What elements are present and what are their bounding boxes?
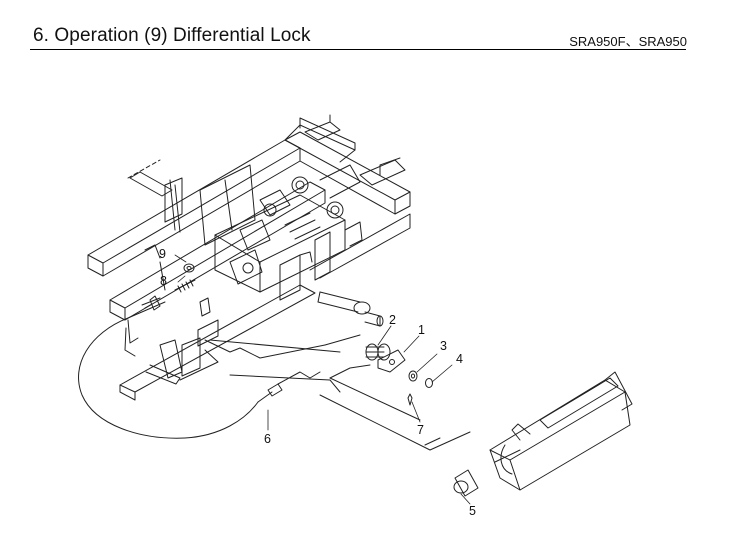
linkage-rod [204,334,406,379]
upper-frame [164,114,406,246]
callout-1: 1 [418,323,425,337]
spring-and-bracket [145,263,219,385]
transmission-assembly [214,164,363,301]
callout-4: 4 [456,352,463,366]
bent-rod [124,244,166,357]
callout-8: 8 [160,274,167,288]
page-title: 6. Operation (9) Differential Lock [33,25,311,46]
callout-5: 5 [469,504,476,518]
callout-9: 9 [159,247,166,261]
pin-part [407,393,413,406]
washer-clip [408,370,433,388]
callout-2: 2 [389,313,396,327]
callout-3: 3 [440,339,447,353]
callout-6: 6 [264,432,271,446]
leader-lines [174,254,471,505]
routing-lines [179,339,471,451]
lever-housing [453,371,633,497]
lock-cable [78,295,321,439]
output-shaft [317,291,384,327]
model-label: SRA950F、SRA950 [569,34,687,49]
header-rule [30,49,686,50]
frame-rails [87,131,411,401]
callout-7: 7 [417,423,424,437]
